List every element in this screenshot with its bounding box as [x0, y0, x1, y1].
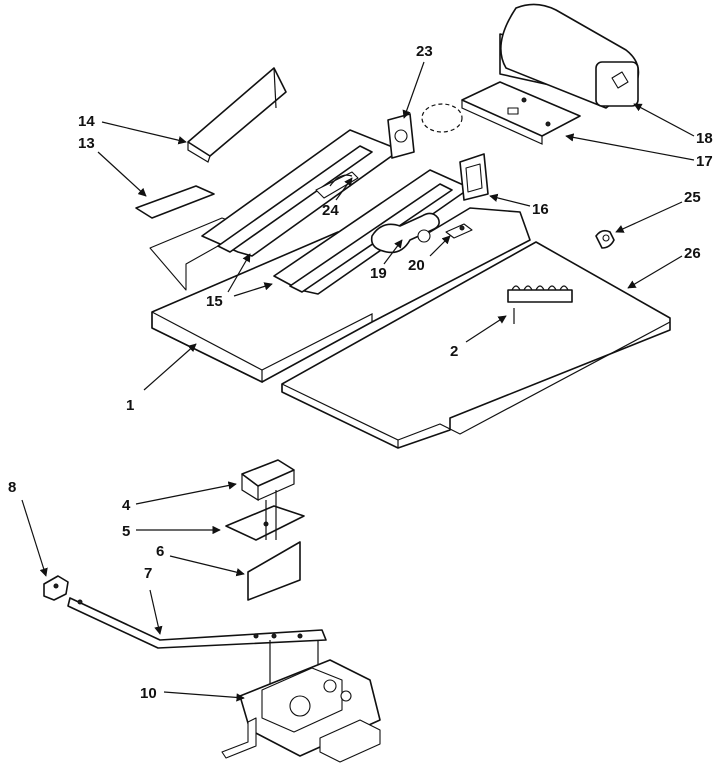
part-23-ring — [387, 113, 415, 159]
dashed-outline — [421, 103, 463, 133]
part-17-plate — [461, 81, 581, 145]
part-19-tube — [370, 212, 440, 254]
callout-16: 16 — [532, 201, 549, 218]
part-13-strip — [135, 185, 215, 219]
callout-26: 26 — [684, 245, 701, 262]
part-2-terminal-block — [507, 285, 573, 324]
part-18-motor — [499, 3, 640, 109]
callout-23: 23 — [416, 43, 433, 60]
callout-20: 20 — [408, 257, 425, 274]
callout-4: 4 — [122, 497, 131, 514]
part-7-lever — [67, 597, 327, 690]
callout-15: 15 — [206, 293, 223, 310]
part-8-knob — [43, 575, 69, 601]
callout-1: 1 — [126, 397, 134, 414]
callout-14: 14 — [78, 113, 95, 130]
callout-24: 24 — [322, 202, 339, 219]
part-16-frame — [459, 153, 489, 201]
callout-17: 17 — [696, 153, 713, 170]
callout-6: 6 — [156, 543, 164, 560]
part-10-latch — [221, 659, 381, 763]
callout-7: 7 — [144, 565, 152, 582]
part-14-duct — [187, 67, 287, 163]
callout-5: 5 — [122, 523, 130, 540]
part-4-switch — [241, 459, 295, 502]
part-6-shield — [247, 490, 301, 601]
callout-10: 10 — [140, 685, 157, 702]
callout-2: 2 — [450, 343, 458, 360]
callout-18: 18 — [696, 130, 713, 147]
callout-8: 8 — [8, 479, 16, 496]
callout-layer: 1 2 4 5 6 7 8 10 13 14 15 16 — [8, 43, 713, 702]
part-25-clip — [595, 229, 615, 249]
callout-13: 13 — [78, 135, 95, 152]
callout-25: 25 — [684, 189, 701, 206]
part-20-bracket — [445, 223, 473, 239]
part-26-panel — [281, 241, 671, 449]
callout-19: 19 — [370, 265, 387, 282]
part-5-insulator — [225, 505, 305, 541]
